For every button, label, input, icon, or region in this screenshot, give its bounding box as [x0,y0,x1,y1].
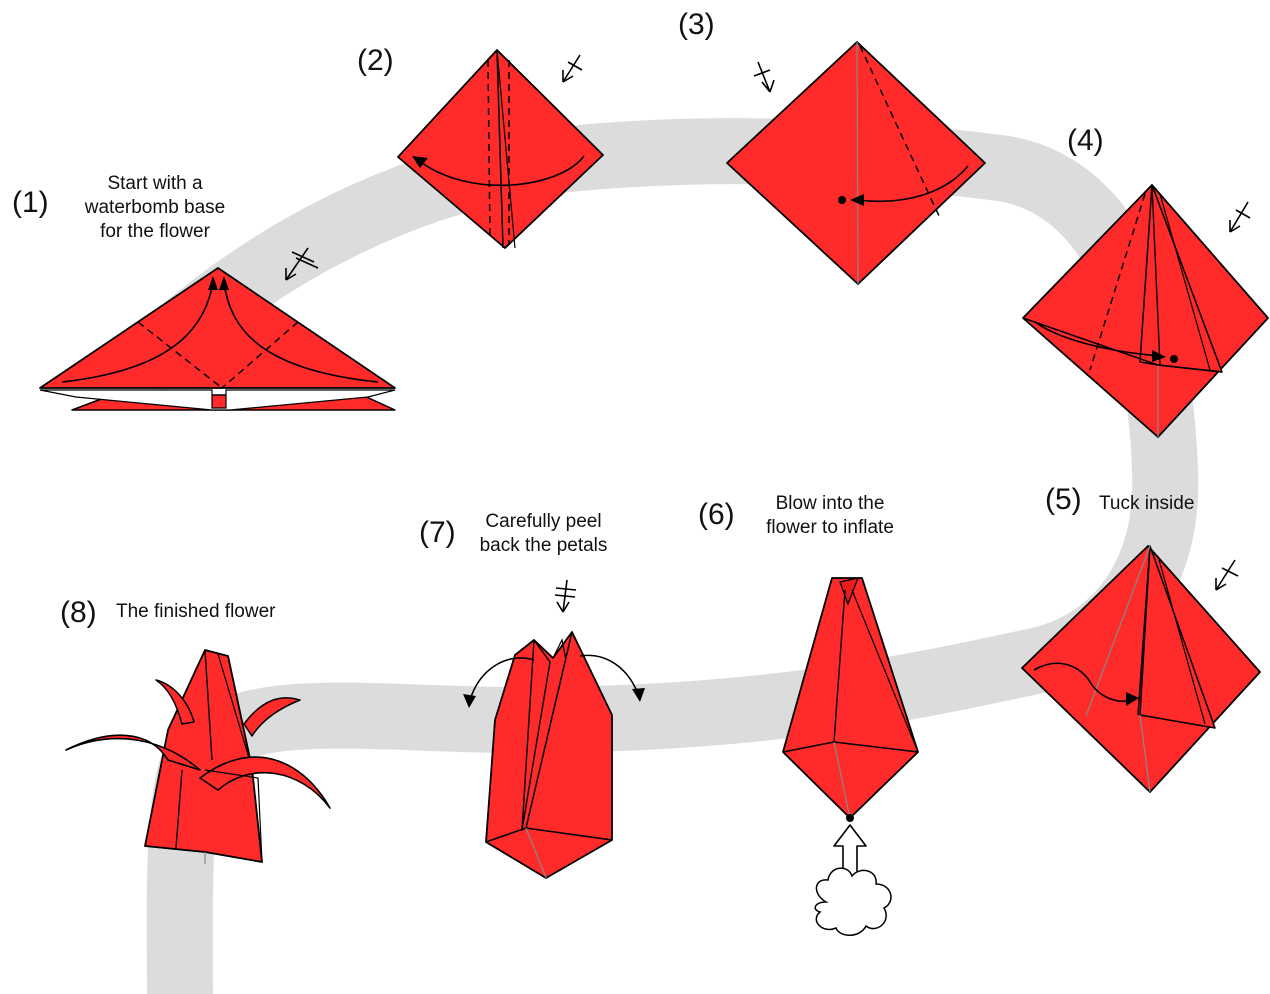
step-8-figure [65,649,331,864]
step-1-white-base [39,389,396,411]
step-5-figure [1021,545,1261,793]
step-1-front-flap [39,267,396,389]
step-2-number: (2) [357,44,394,77]
turn-over-icon [562,54,583,83]
step-4-arrow [1034,321,1161,357]
turn-over-icon [1215,559,1239,591]
step-2-figure [397,49,604,249]
step-8-petal-left [65,734,201,771]
step-1-caption-line: Start with a [107,173,203,194]
step-5-number: (5) [1045,483,1082,516]
step-4-figure [1022,184,1269,438]
step-4-target-dot [1170,355,1178,363]
step-3-figure [726,41,986,285]
step-1-arrowhead-right [219,276,229,290]
step-3-fold-line [859,45,941,219]
repeat-behind-icon [285,247,319,281]
step-3-diamond [726,41,986,285]
step-1-fold-line-right [221,321,299,389]
step-5-caption: Tuck inside [1099,492,1194,516]
step-5-caption-line: Tuck inside [1099,493,1195,514]
step-6-caption: Blow into the flower to inflate [750,492,910,540]
step-7-arrow-left [469,657,535,701]
step-6-caption-line: Blow into the [775,493,885,514]
step-5-arrowhead [1126,692,1139,706]
step-8-number: (8) [60,596,97,629]
step-4-arrowhead [1152,350,1166,362]
step-6-figure [782,577,919,936]
step-5-arrow [1033,662,1133,702]
step-1-number: (1) [12,186,49,219]
turn-over-icon [1229,201,1251,233]
step-7-caption: Carefully peel back the petals [466,510,621,558]
step-7-arrowhead-left [463,694,476,708]
step-3-arrow [857,165,969,203]
step-6-body [782,577,919,819]
step-8-caption: The finished flower [116,600,275,624]
step-7-figure [463,631,645,879]
step-1-arrow-right [223,281,379,383]
step-3-arrowhead [850,194,864,206]
step-6-number: (6) [698,498,735,531]
repeat-behind-icon [554,579,577,613]
step-3-number: (3) [678,8,715,41]
step-3-target-dot [838,196,846,204]
step-8-petal-right [199,756,331,809]
step-5-inner-flap [1139,545,1216,729]
step-7-caption-line: back the petals [479,535,608,556]
step-7-arrowhead-right [632,688,645,702]
step-1-figure [39,267,396,411]
step-1-arrowhead-left [208,276,218,290]
turn-over-icon [753,61,775,93]
step-1-arrow-left [61,281,214,383]
step-path-track [116,118,1199,994]
step-7-number: (7) [419,516,456,549]
cloud-icon [814,867,892,936]
step-2-arrowhead [412,156,428,168]
step-6-caption-line: flower to inflate [766,517,894,538]
step-7-caption-line: Carefully peel [485,511,602,532]
step-1-fold-line-left [137,321,223,389]
step-6-blow-hole [846,814,854,822]
step-4-fold-line [1089,193,1146,371]
step-7-arrow-right [579,654,639,695]
step-4-number: (4) [1067,124,1104,157]
step-7-body [485,631,613,879]
step-1-caption-line: waterbomb base [84,197,226,218]
step-2-arrow [417,155,585,187]
step-1-caption: Start with a waterbomb base for the flow… [70,172,240,244]
step-1-caption-line: for the flower [100,221,210,242]
step-8-caption-line: The finished flower [116,601,276,622]
